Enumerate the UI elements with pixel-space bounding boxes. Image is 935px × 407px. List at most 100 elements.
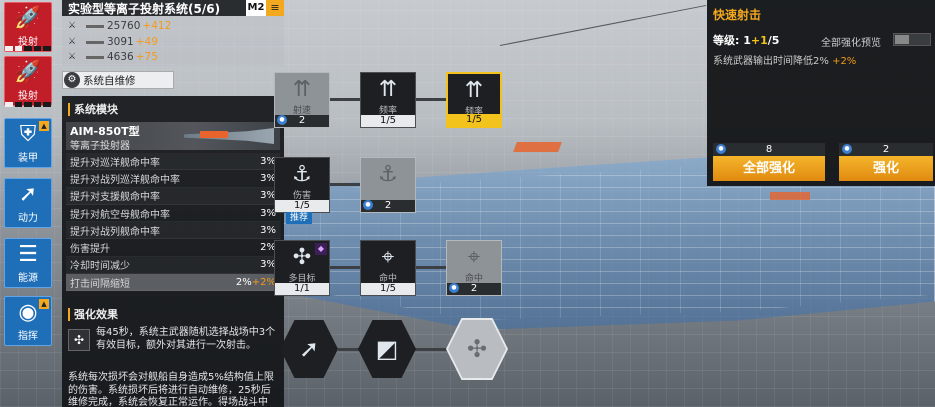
stat-bar	[86, 55, 104, 59]
self-repair-tag[interactable]: ⚙ 系统自维修	[62, 71, 174, 89]
stat-plus: +75	[135, 51, 158, 63]
level-dots	[5, 46, 51, 51]
system-nav: 🚀 投射 🚀 投射 ▲ ⛨ 装甲 ➚ 动力 ☰ 能源 ▲ ◉ 指挥	[0, 0, 60, 407]
skill-node-damage[interactable]: ⚓ 伤害 1/5	[274, 157, 330, 213]
system-title: 实验型等离子投射系统(5/6)	[68, 1, 221, 16]
skill-node-rapid-fire-selected[interactable]: ⇈ 频率 1/5	[446, 72, 502, 128]
nav-item-label: 投射	[18, 91, 38, 102]
tree-connector	[414, 348, 448, 351]
skill-node-fire-rate[interactable]: ⇈ 射速 2 ●	[274, 72, 330, 128]
arrows-up-icon: ⇈	[378, 77, 398, 102]
stat-icon: ⚔	[68, 52, 77, 62]
crosshair-icon: ⌖	[467, 245, 481, 270]
stats-block: ⚔ 25760 +412 ⚔ 3091 +49 ⚔ 4636 +75	[62, 16, 284, 66]
cost-display: ●8	[713, 143, 825, 156]
nav-item-label: 指挥	[18, 331, 38, 342]
upgrade-all-button[interactable]: ●8 全部强化	[713, 143, 825, 181]
effect-description: 每45秒，系统主武器随机选择战场中3个有效目标，额外对其进行一次射击。	[96, 327, 276, 351]
cost-icon: ●	[363, 200, 373, 210]
all-preview-label: 全部强化预览	[821, 38, 881, 49]
anchor-icon: ⚓	[292, 162, 312, 187]
stat-plus: +412	[142, 20, 172, 32]
skill-description: 系统武器输出时间降低2% +2%	[713, 56, 857, 67]
ship-highlight	[770, 192, 810, 200]
section-title: 系统模块	[68, 103, 118, 116]
special-icon: ◆	[315, 243, 327, 255]
nav-item-engine[interactable]: ➚ 动力	[4, 178, 52, 228]
stat-value: 25760	[107, 20, 141, 32]
nav-item-armor[interactable]: ▲ ⛨ 装甲	[4, 118, 52, 168]
skill-node-accuracy[interactable]: ⌖ 命中 1/5	[360, 240, 416, 296]
model-badge: M2	[246, 0, 266, 16]
upgrade-button[interactable]: ●2 强化	[839, 143, 933, 181]
crosshair-icon: ⌖	[381, 245, 395, 270]
skill-node-damage-2[interactable]: ⚓ 2 ●	[360, 157, 416, 213]
nav-item-label: 能源	[18, 273, 38, 284]
stat-row: ⚔ 4636 +75	[68, 50, 158, 64]
upgrade-badge-icon: ▲	[39, 121, 49, 131]
skill-node-multi-target[interactable]: ◆ ✣ 多目标 1/1	[274, 240, 330, 296]
cost-icon: ●	[449, 283, 459, 293]
nav-item-launch[interactable]: 🚀 投射	[4, 56, 52, 106]
nav-item-energy[interactable]: ☰ 能源	[4, 238, 52, 288]
stat-plus: +49	[135, 36, 158, 48]
all-preview-toggle[interactable]	[893, 33, 931, 46]
module-icon: ◩	[375, 335, 399, 363]
stat-icon: ⚔	[68, 21, 77, 31]
notes-icon[interactable]: ≡	[266, 0, 284, 16]
stat-value: 4636	[107, 51, 134, 63]
module-subtitle: 等离子投射器	[70, 141, 130, 152]
section-title: 强化效果	[68, 308, 118, 321]
skill-title: 快速射击	[713, 8, 762, 22]
level-dots	[5, 102, 51, 107]
effect-description-extra: 系统每次损坏会对舰船自身造成5%结构值上限的伤害。系统损坏后将进行自动维修，25…	[68, 372, 274, 407]
nav-item-launch-active[interactable]: 🚀 投射	[4, 2, 52, 52]
nav-item-command[interactable]: ▲ ◉ 指挥	[4, 296, 52, 346]
weapon-highlight	[200, 131, 228, 138]
nav-item-label: 装甲	[18, 153, 38, 164]
skill-detail-panel: 快速射击 等级: 1+1/5 全部强化预览 系统武器输出时间降低2% +2% ●…	[707, 0, 935, 186]
multi-target-icon: ✣	[68, 329, 90, 351]
multi-target-icon: ✣	[466, 335, 488, 363]
engine-icon: ➚	[18, 182, 38, 207]
system-header: 实验型等离子投射系统(5/6) M2 ≡	[62, 0, 284, 16]
cost-icon: ●	[277, 115, 287, 125]
nav-item-label: 投射	[18, 37, 38, 48]
gear-icon: ⚙	[64, 72, 80, 88]
arrows-clock-icon: ⇈	[464, 78, 484, 103]
engine-icon: ➚	[298, 335, 320, 363]
tree-connector	[416, 266, 446, 269]
nav-item-label: 动力	[18, 213, 38, 224]
skill-node-accuracy-2[interactable]: ⌖ 命中 2 ●	[446, 240, 502, 296]
tree-connector	[330, 266, 360, 269]
stat-bar	[86, 40, 104, 44]
stat-row: ⚔ 3091 +49	[68, 35, 158, 49]
stat-row: ⚔ 25760 +412	[68, 19, 171, 33]
currency-icon: ●	[842, 144, 852, 154]
stat-bar	[86, 24, 104, 28]
recommend-badge: 推荐	[286, 212, 312, 224]
tree-connector	[330, 183, 360, 186]
upgrade-badge-icon: ▲	[39, 299, 49, 309]
tree-connector	[330, 98, 360, 101]
ship-highlight	[513, 142, 562, 152]
command-icon: ◉	[18, 300, 38, 325]
arrows-up-icon: ⇈	[292, 77, 312, 102]
self-repair-label: 系统自维修	[83, 74, 136, 87]
anchor-icon: ⚓	[378, 162, 398, 187]
missile-icon: 🚀	[14, 60, 42, 85]
stat-icon: ⚔	[68, 37, 77, 47]
skill-node-frequency[interactable]: ⇈ 频率 1/5	[360, 72, 416, 128]
armor-icon: ⛨	[19, 122, 37, 147]
tree-connector	[338, 348, 360, 351]
energy-icon: ☰	[18, 242, 38, 267]
